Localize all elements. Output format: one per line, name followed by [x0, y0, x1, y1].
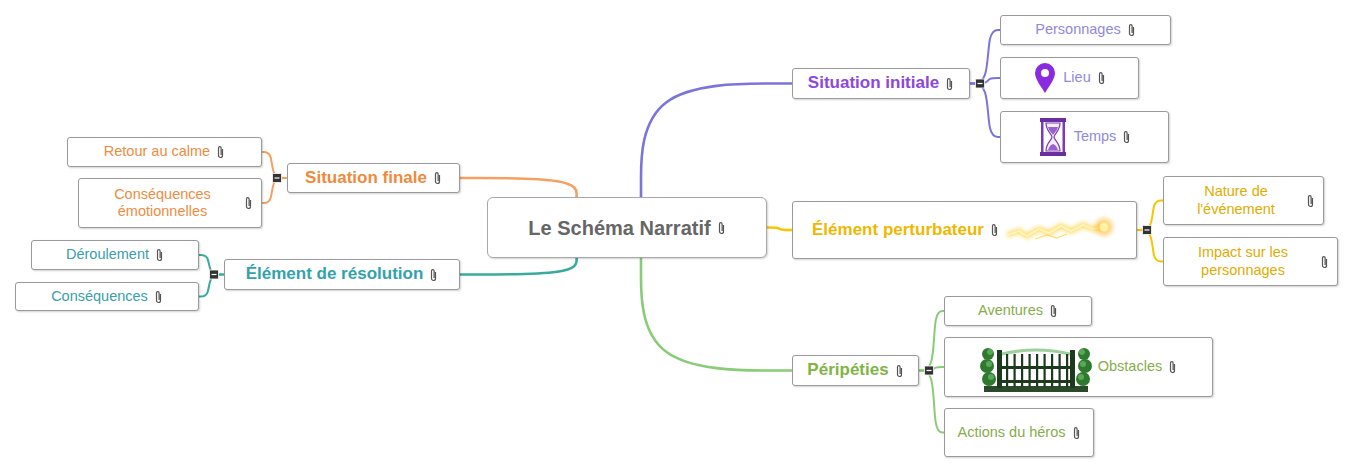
branch-topic: Péripéties — [792, 355, 919, 386]
topic-label: Personnages — [1035, 21, 1120, 38]
attachment-clip-icon — [895, 364, 904, 378]
location-pin-icon — [1033, 62, 1057, 94]
branch-connector — [919, 371, 944, 433]
attachment-clip-icon — [433, 171, 442, 185]
topic-label: Obstacles — [1098, 358, 1162, 375]
attachment-clip-icon — [429, 268, 438, 282]
topic-label: Déroulement — [66, 246, 149, 263]
topic-label: Élément de résolution — [246, 264, 424, 284]
topic-label: Péripéties — [807, 360, 888, 380]
topic-label: Le Schéma Narratif — [528, 216, 710, 240]
branch-connector — [970, 84, 1000, 138]
attachment-clip-icon — [1049, 304, 1058, 318]
attachment-clip-icon — [1306, 194, 1315, 208]
attachment-clip-icon — [216, 145, 225, 159]
topic-label: Conséquences émotionnelles — [87, 186, 238, 221]
attachment-clip-icon — [1168, 360, 1177, 374]
subtopic-box: Lieu — [1000, 57, 1139, 99]
topic-label: Situation initiale — [808, 73, 939, 93]
subtopic-box: Conséquences — [15, 282, 199, 311]
topic-label: Aventures — [978, 302, 1043, 319]
attachment-clip-icon — [1097, 71, 1106, 85]
topic-label: Temps — [1074, 128, 1117, 145]
branch-topic: Situation finale — [287, 163, 460, 193]
topic-label: Impact sur les personnages — [1172, 244, 1314, 279]
topic-label: Nature de l'événement — [1172, 183, 1300, 218]
branch-topic: Situation initiale — [792, 68, 970, 99]
attachment-clip-icon — [154, 290, 163, 304]
topic-label: Conséquences — [51, 288, 148, 305]
attachment-clip-icon — [717, 221, 726, 235]
attachment-clip-icon — [244, 196, 253, 210]
central-topic: Le Schéma Narratif — [487, 197, 767, 258]
attachment-clip-icon — [1320, 255, 1329, 269]
collapse-toggle — [210, 270, 219, 279]
branch-topic: Élément perturbateur — [792, 201, 1137, 259]
subtopic-box: Actions du héros — [944, 408, 1094, 457]
branch-connector — [767, 228, 792, 231]
attachment-clip-icon — [1122, 130, 1131, 144]
branch-connector — [641, 84, 792, 198]
collapse-toggle — [273, 174, 282, 183]
collapse-toggle — [976, 79, 985, 88]
branch-connector — [460, 258, 577, 275]
attachment-clip-icon — [155, 248, 164, 262]
subtopic-box: Obstacles — [944, 337, 1213, 397]
topic-label: Lieu — [1063, 69, 1090, 86]
lightning-picture — [1005, 213, 1117, 247]
hourglass-icon — [1038, 117, 1068, 157]
subtopic-box: Impact sur les personnages — [1163, 237, 1338, 286]
subtopic-box: Aventures — [944, 296, 1092, 326]
topic-label: Élément perturbateur — [812, 220, 984, 240]
collapse-toggle — [1143, 226, 1152, 235]
attachment-clip-icon — [1127, 23, 1136, 37]
attachment-clip-icon — [1072, 426, 1081, 440]
subtopic-box: Déroulement — [31, 240, 199, 270]
branch-connector — [641, 258, 792, 371]
branch-connector — [460, 178, 577, 197]
branch-topic: Élément de résolution — [224, 259, 460, 290]
subtopic-box: Nature de l'événement — [1163, 176, 1324, 225]
subtopic-box: Retour au calme — [67, 137, 262, 167]
topic-label: Actions du héros — [957, 424, 1065, 441]
fence-gate-picture — [980, 340, 1092, 394]
subtopic-box: Personnages — [1000, 15, 1171, 45]
topic-label: Situation finale — [305, 168, 427, 188]
attachment-clip-icon — [990, 223, 999, 237]
branch-connector — [919, 311, 944, 371]
subtopic-box: Temps — [1000, 111, 1169, 163]
subtopic-box: Conséquences émotionnelles — [78, 178, 262, 228]
collapse-toggle — [925, 366, 934, 375]
attachment-clip-icon — [945, 77, 954, 91]
topic-label: Retour au calme — [104, 143, 210, 160]
branch-connector — [970, 30, 1000, 84]
